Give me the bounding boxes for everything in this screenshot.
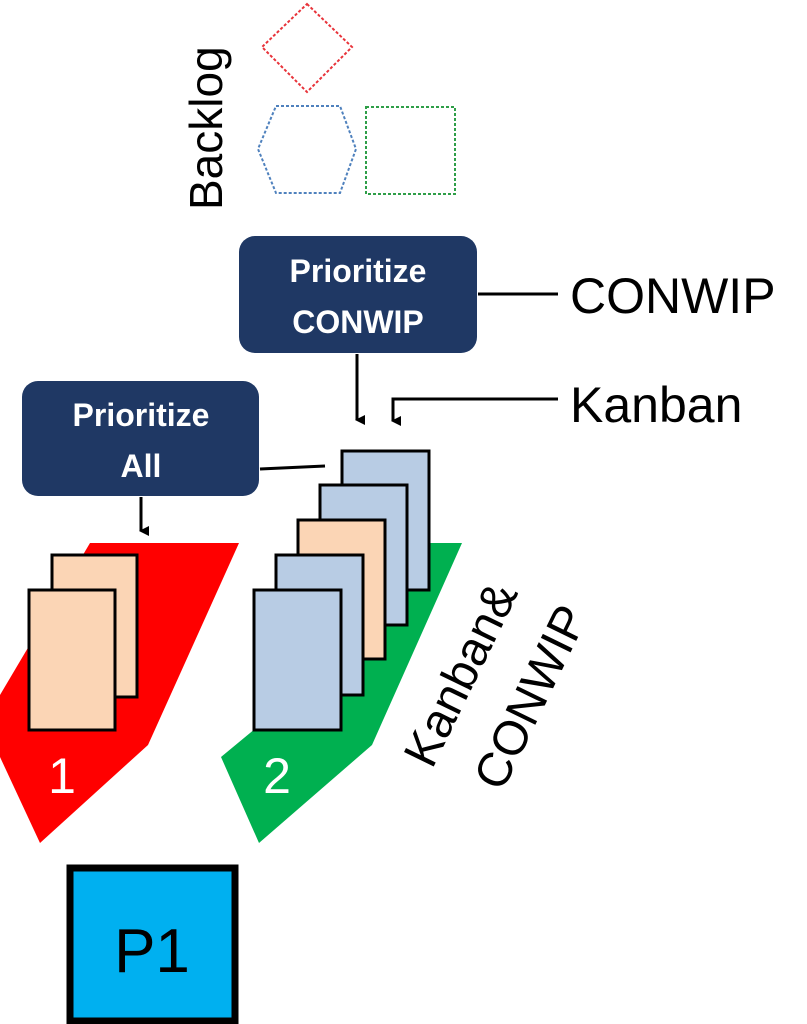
backlog-diamond [260, 2, 354, 94]
prioritize-conwip-line2: CONWIP [292, 304, 424, 340]
conwip-label: CONWIP [570, 268, 776, 324]
all-to-lane2-connector [259, 464, 326, 471]
prioritize-conwip-box[interactable] [239, 236, 477, 353]
prioritize-all-line2: All [121, 448, 162, 484]
lane-1-number: 1 [48, 748, 76, 804]
process-p1-box[interactable] [66, 864, 239, 1024]
kanban-arrow [391, 397, 558, 426]
kanban-label: Kanban [570, 377, 742, 433]
backlog-hexagon [256, 105, 358, 194]
lane-2-number: 2 [263, 748, 291, 804]
prioritize-all-box[interactable] [22, 381, 259, 496]
process-p1-label: P1 [114, 917, 190, 986]
prioritize-all-line1: Prioritize [73, 397, 210, 433]
backlog-square [365, 106, 456, 195]
prioritize-conwip-line1: Prioritize [290, 253, 427, 289]
lane-1-card [27, 588, 117, 732]
backlog-label: Backlog [180, 46, 232, 210]
lane-2-card [252, 588, 343, 732]
